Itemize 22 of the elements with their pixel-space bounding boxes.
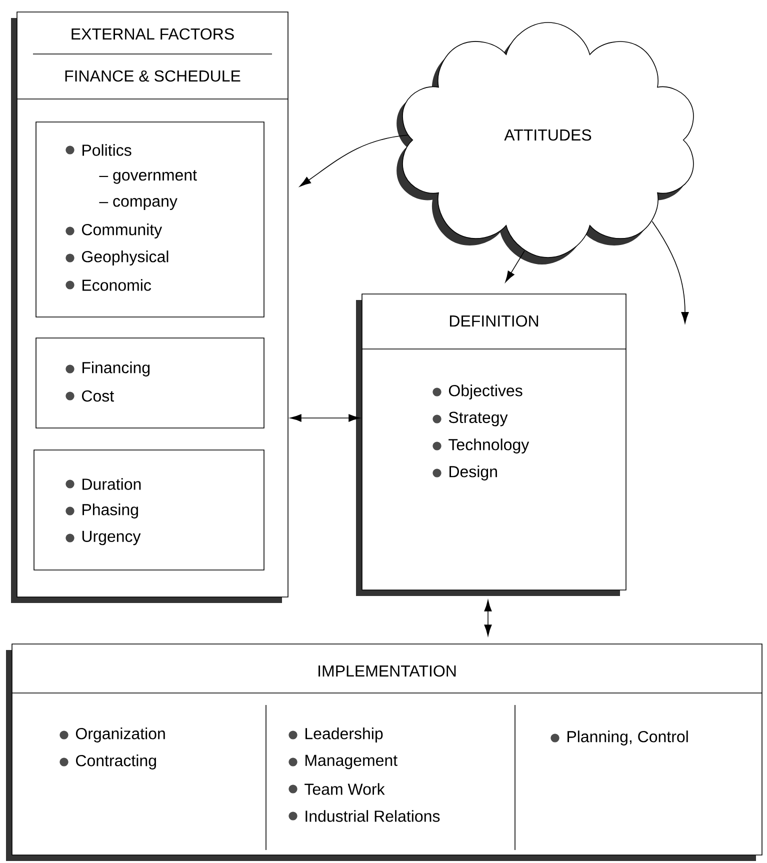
- list-item: – company: [99, 198, 178, 210]
- list-item: Cost: [66, 390, 114, 402]
- list-item: Design: [432, 466, 497, 480]
- arrow: [300, 134, 408, 187]
- list-item: Economic: [66, 279, 152, 291]
- list-item: Community: [66, 224, 162, 238]
- heading: EXTERNAL FACTORS: [72, 28, 234, 40]
- list-item: Duration: [66, 478, 141, 490]
- list-item: Phasing: [66, 504, 138, 518]
- heading: DEFINITION: [450, 315, 538, 327]
- list-item: Politics: [66, 144, 132, 156]
- arrow: [505, 250, 525, 282]
- list-item: Technology: [432, 438, 530, 454]
- list-item: Strategy: [432, 412, 508, 426]
- list-item: Urgency: [66, 530, 141, 546]
- arrow: [484, 600, 492, 636]
- list-item: Geophysical: [66, 250, 168, 266]
- arrow: [290, 414, 360, 422]
- heading: FINANCE & SCHEDULE: [65, 70, 240, 82]
- list-item: – government: [99, 170, 197, 184]
- list-item: Objectives: [432, 384, 522, 400]
- list-item: Financing: [66, 362, 150, 376]
